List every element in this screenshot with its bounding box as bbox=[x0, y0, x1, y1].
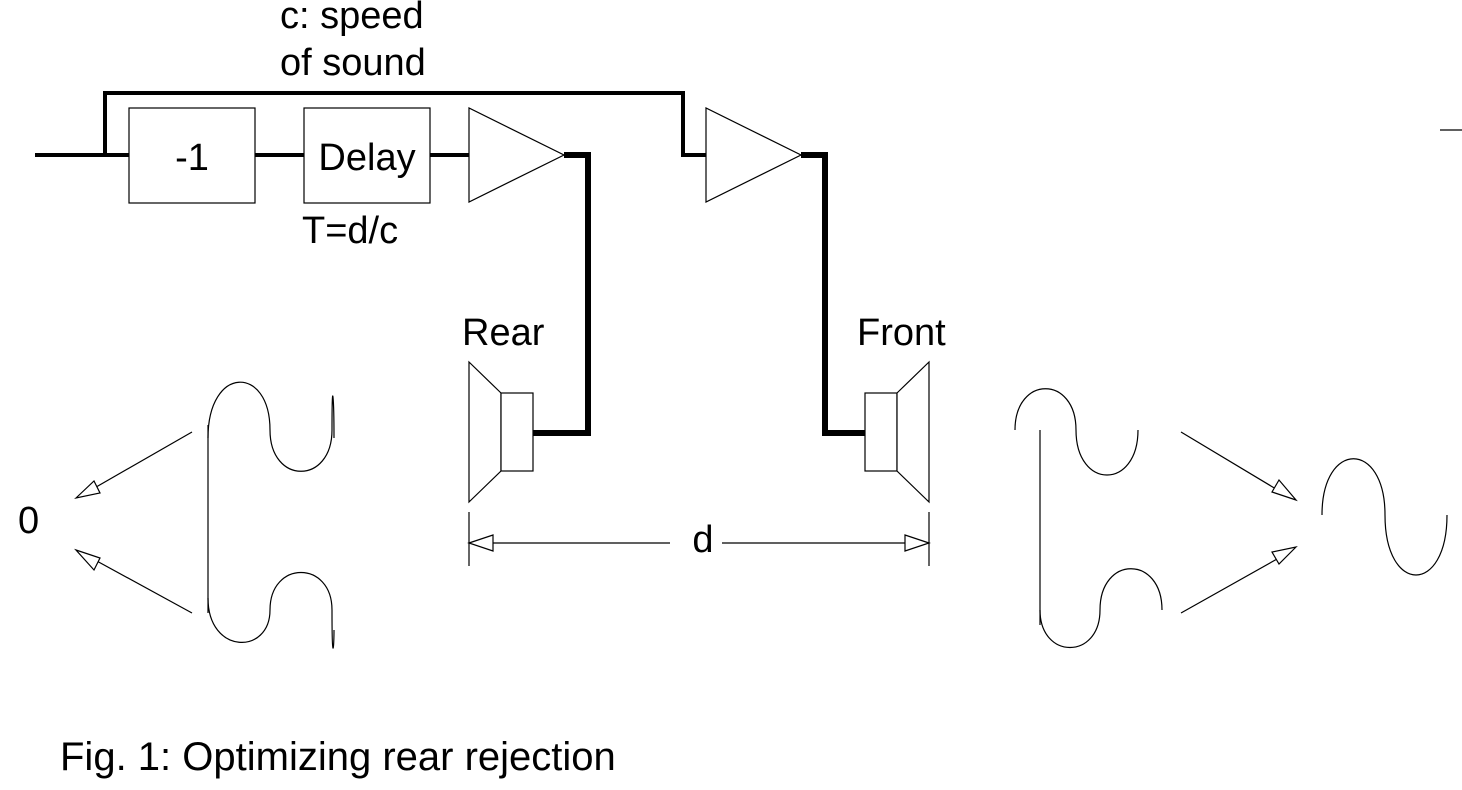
dimension-arrow-right bbox=[904, 534, 931, 552]
distance-label: d bbox=[692, 519, 713, 561]
rear-lower-wave bbox=[207, 572, 335, 649]
speed-of-sound-label-line1: c: speed bbox=[280, 0, 424, 37]
front-lower-arrow bbox=[1271, 546, 1298, 565]
bypass-wire bbox=[103, 91, 706, 157]
signal-wires bbox=[35, 91, 706, 157]
front-upper-arrow bbox=[1271, 478, 1298, 502]
rear-result-label: 0 bbox=[18, 500, 39, 542]
rear-upper-wave bbox=[207, 381, 335, 472]
figure-caption: Fig. 1: Optimizing rear rejection bbox=[60, 735, 616, 779]
delay-label: Delay bbox=[318, 137, 415, 179]
front-speaker-label: Front bbox=[857, 312, 946, 354]
rear-upper-arrow bbox=[74, 480, 101, 500]
rear-cancellation-waves: 0 bbox=[18, 381, 335, 649]
distance-dimension: d bbox=[467, 512, 931, 566]
front-speaker-wire bbox=[801, 152, 865, 436]
delay-time-label: T=d/c bbox=[302, 210, 398, 252]
front-amplifier bbox=[705, 107, 803, 203]
front-result-wave bbox=[1321, 458, 1448, 576]
inverter-label: -1 bbox=[175, 137, 209, 179]
inverter-block: -1 bbox=[128, 107, 256, 204]
front-speaker-icon bbox=[864, 360, 930, 504]
front-addition-waves bbox=[1014, 388, 1448, 648]
front-lower-wave bbox=[1039, 568, 1163, 648]
rear-amplifier bbox=[468, 107, 566, 203]
speed-of-sound-label-line2: of sound bbox=[280, 42, 426, 84]
rear-speaker-label: Rear bbox=[462, 312, 545, 354]
delay-block: Delay bbox=[303, 107, 431, 204]
rear-speaker-icon bbox=[468, 360, 534, 504]
front-upper-wave bbox=[1014, 388, 1139, 476]
rear-lower-arrow bbox=[74, 548, 101, 572]
rear-speaker-wire bbox=[533, 152, 591, 436]
dimension-arrow-left bbox=[467, 534, 494, 552]
